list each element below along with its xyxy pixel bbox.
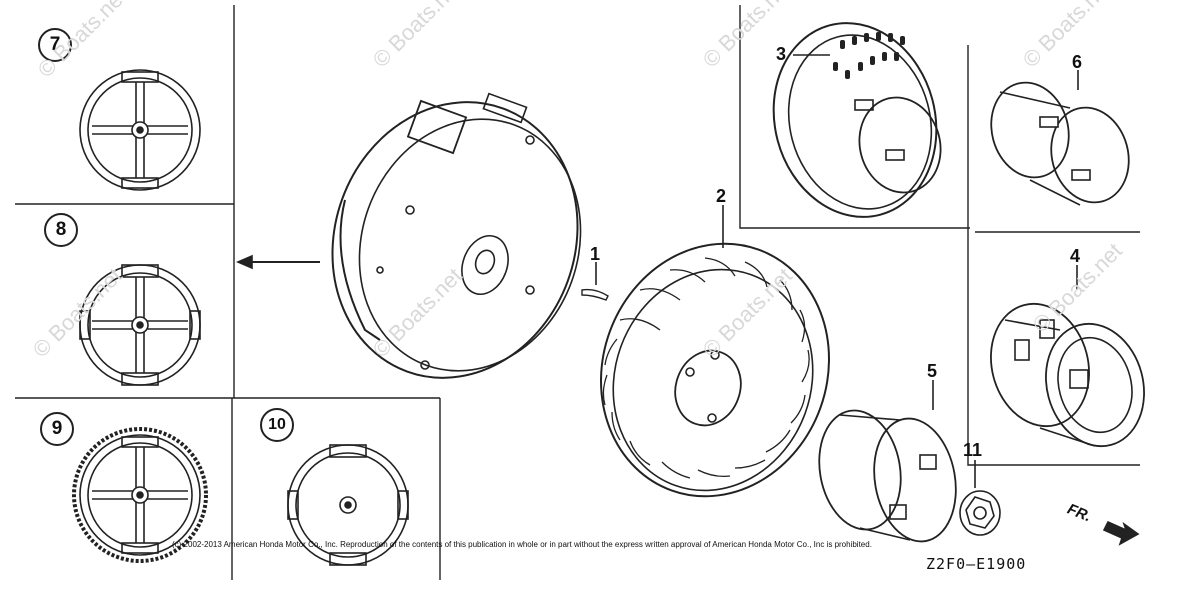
part-10-starter-pulley [287,444,409,566]
part-2-cooling-fan [600,205,830,498]
callout-7: 7 [38,28,72,62]
part-7-starter-pulley [79,69,201,191]
callout-10: 10 [260,408,294,442]
arrow-left-icon [235,254,320,270]
part-11-nut [959,460,1001,536]
part-label-2: 2 [716,186,727,206]
front-direction-arrow-icon [1102,520,1140,546]
callout-8: 8 [44,213,78,247]
part-8-starter-pulley [79,264,201,386]
diagram-code: Z2F0—E1900 [926,555,1027,573]
part-3-pulley [772,22,942,218]
part-6-sleeve [990,70,1130,206]
flywheel [331,92,582,379]
part-label-4: 4 [1070,246,1081,266]
frame-lines [15,5,1140,580]
callout-9: 9 [40,412,74,446]
part-label-6: 6 [1072,52,1083,72]
part-label-5: 5 [927,361,938,381]
part-label-1: 1 [590,244,601,264]
part-label-11: 11 [963,440,983,460]
copyright-notice: (c) 2002-2013 American Honda Motor Co., … [172,540,872,549]
part-label-3: 3 [776,44,787,64]
part-9-geared-pulley [72,427,208,563]
part-1-key [581,262,609,301]
part-5-cup [818,380,957,543]
part-4-ratchet [990,265,1145,448]
